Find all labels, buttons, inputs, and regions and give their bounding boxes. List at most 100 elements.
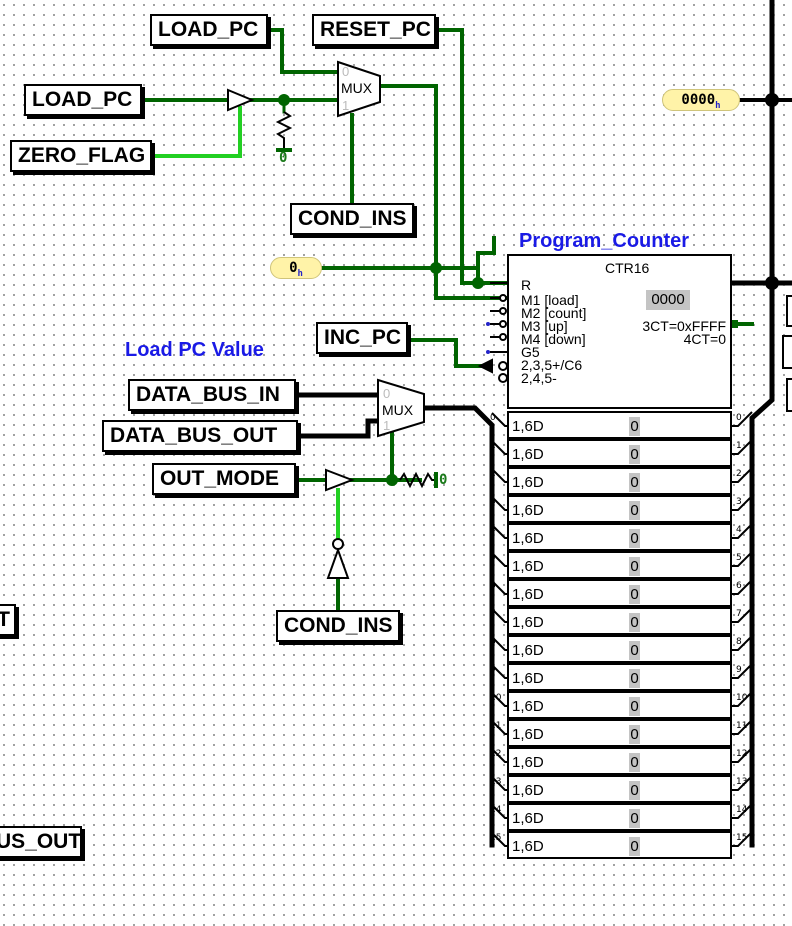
register-input-tap xyxy=(491,552,507,567)
register-input-tap xyxy=(491,720,507,735)
wire-zero-flag xyxy=(153,106,242,158)
tunnel-data-bus-in[interactable]: DATA_BUS_IN xyxy=(128,379,296,411)
register-index-left: 10 xyxy=(490,693,502,703)
counter-state: 0000 xyxy=(646,290,690,310)
register-output-tap xyxy=(732,719,753,735)
register-input-tap xyxy=(491,748,507,763)
register-index-left: 8 xyxy=(490,637,496,647)
register-row-value: 0 xyxy=(629,417,640,436)
counter-ct-max: 3CT=0xFFFF xyxy=(642,318,726,334)
register-row-label: 1,6D xyxy=(512,838,544,855)
program-counter-component[interactable]: CTR16 0000 R M1 [load] M2 [count] M3 [up… xyxy=(507,254,732,409)
register-input-tap xyxy=(491,804,507,819)
register-index-right: 12 xyxy=(736,749,748,759)
register-output-tap xyxy=(732,523,753,539)
register-row[interactable]: 1,6D 0 xyxy=(507,523,732,551)
counter-pin-g5: G5 xyxy=(521,344,540,360)
register-output-tap xyxy=(732,467,753,483)
register-output-tap xyxy=(732,579,753,595)
register-row-label: 1,6D xyxy=(512,782,544,799)
right-edge-box-1 xyxy=(786,295,792,327)
tunnel-inc-pc[interactable]: INC_PC xyxy=(316,322,408,354)
bus-data-out xyxy=(297,418,381,439)
register-input-tap xyxy=(491,468,507,483)
counter-pin-m2: M2 [count] xyxy=(521,305,587,321)
register-input-tap xyxy=(491,608,507,623)
tunnel-reset-pc[interactable]: RESET_PC xyxy=(312,14,436,46)
register-row-value: 0 xyxy=(629,585,640,604)
mux-bottom-label: MUX xyxy=(382,402,414,418)
tunnel-out-mode[interactable]: OUT_MODE xyxy=(152,463,296,495)
register-index-right: 9 xyxy=(736,665,742,675)
register-output-tap xyxy=(732,663,753,679)
constant-pc-value[interactable]: 0000h xyxy=(662,89,740,111)
load-pc-value-label: Load PC Value xyxy=(125,339,264,361)
register-output-tap xyxy=(732,803,753,819)
register-index-left: 9 xyxy=(490,665,496,675)
register-row-label: 1,6D xyxy=(512,530,544,547)
register-index-left: 6 xyxy=(490,581,496,591)
pulldown-resistor-bottom xyxy=(399,471,436,489)
register-index-right: 5 xyxy=(736,553,742,563)
register-row-value: 0 xyxy=(629,501,640,520)
tunnel-cond-ins-bottom[interactable]: COND_INS xyxy=(276,610,400,642)
register-row-value: 0 xyxy=(629,753,640,772)
constant-zero-sub: h xyxy=(297,268,303,279)
register-row-value: 0 xyxy=(629,837,640,856)
mux-top xyxy=(337,60,381,118)
tunnel-left-t[interactable]: T xyxy=(0,604,16,636)
constant-pc-value-text: 0000 xyxy=(681,92,716,108)
register-row[interactable]: 1,6D 0 xyxy=(507,579,732,607)
register-index-right: 7 xyxy=(736,609,742,619)
tunnel-zero-flag[interactable]: ZERO_FLAG xyxy=(10,140,152,172)
register-index-right: 2 xyxy=(736,469,742,479)
constant-zero[interactable]: 0h xyxy=(270,257,322,279)
register-index-left: 12 xyxy=(490,749,502,759)
register-index-left: 1 xyxy=(490,441,496,451)
register-row-value: 0 xyxy=(629,529,640,548)
counter-ct-zero: 4CT=0 xyxy=(683,331,726,347)
mux-top-label: MUX xyxy=(341,80,373,96)
constant-zero-text: 0 xyxy=(289,260,298,276)
buffer-gate-top xyxy=(227,88,255,112)
register-row-value: 0 xyxy=(629,557,640,576)
tunnel-left-us-out[interactable]: US_OUT xyxy=(0,826,82,858)
register-index-left: 15 xyxy=(490,833,502,843)
wire-mux-out xyxy=(378,84,507,300)
mux-bottom-sel0: 0 xyxy=(383,386,391,401)
register-input-tap xyxy=(491,636,507,651)
counter-pin-dec: 2,4,5- xyxy=(521,370,557,386)
tunnel-cond-ins-top[interactable]: COND_INS xyxy=(290,203,414,235)
register-row[interactable]: 1,6D 0 xyxy=(507,831,732,859)
mux-bottom-sel1: 1 xyxy=(383,418,391,433)
tunnel-load-pc-in[interactable]: LOAD_PC xyxy=(24,84,142,116)
tunnel-load-pc-top[interactable]: LOAD_PC xyxy=(150,14,268,46)
register-output-tap xyxy=(732,831,753,847)
pulldown-resistor-top xyxy=(275,111,293,148)
register-row-label: 1,6D xyxy=(512,698,544,715)
tunnel-data-bus-out[interactable]: DATA_BUS_OUT xyxy=(102,420,298,452)
wire-load-pc-top xyxy=(266,28,342,74)
register-index-right: 13 xyxy=(736,777,748,787)
register-index-left: 7 xyxy=(490,609,496,619)
register-output-tap xyxy=(732,691,753,707)
mux-top-sel0: 0 xyxy=(342,64,350,79)
counter-pin-inc: 2,3,5+/C6 xyxy=(521,357,583,373)
register-row-value: 0 xyxy=(629,445,640,464)
register-row-label: 1,6D xyxy=(512,586,544,603)
right-edge-box-3 xyxy=(786,378,792,412)
register-row-value: 0 xyxy=(629,809,640,828)
